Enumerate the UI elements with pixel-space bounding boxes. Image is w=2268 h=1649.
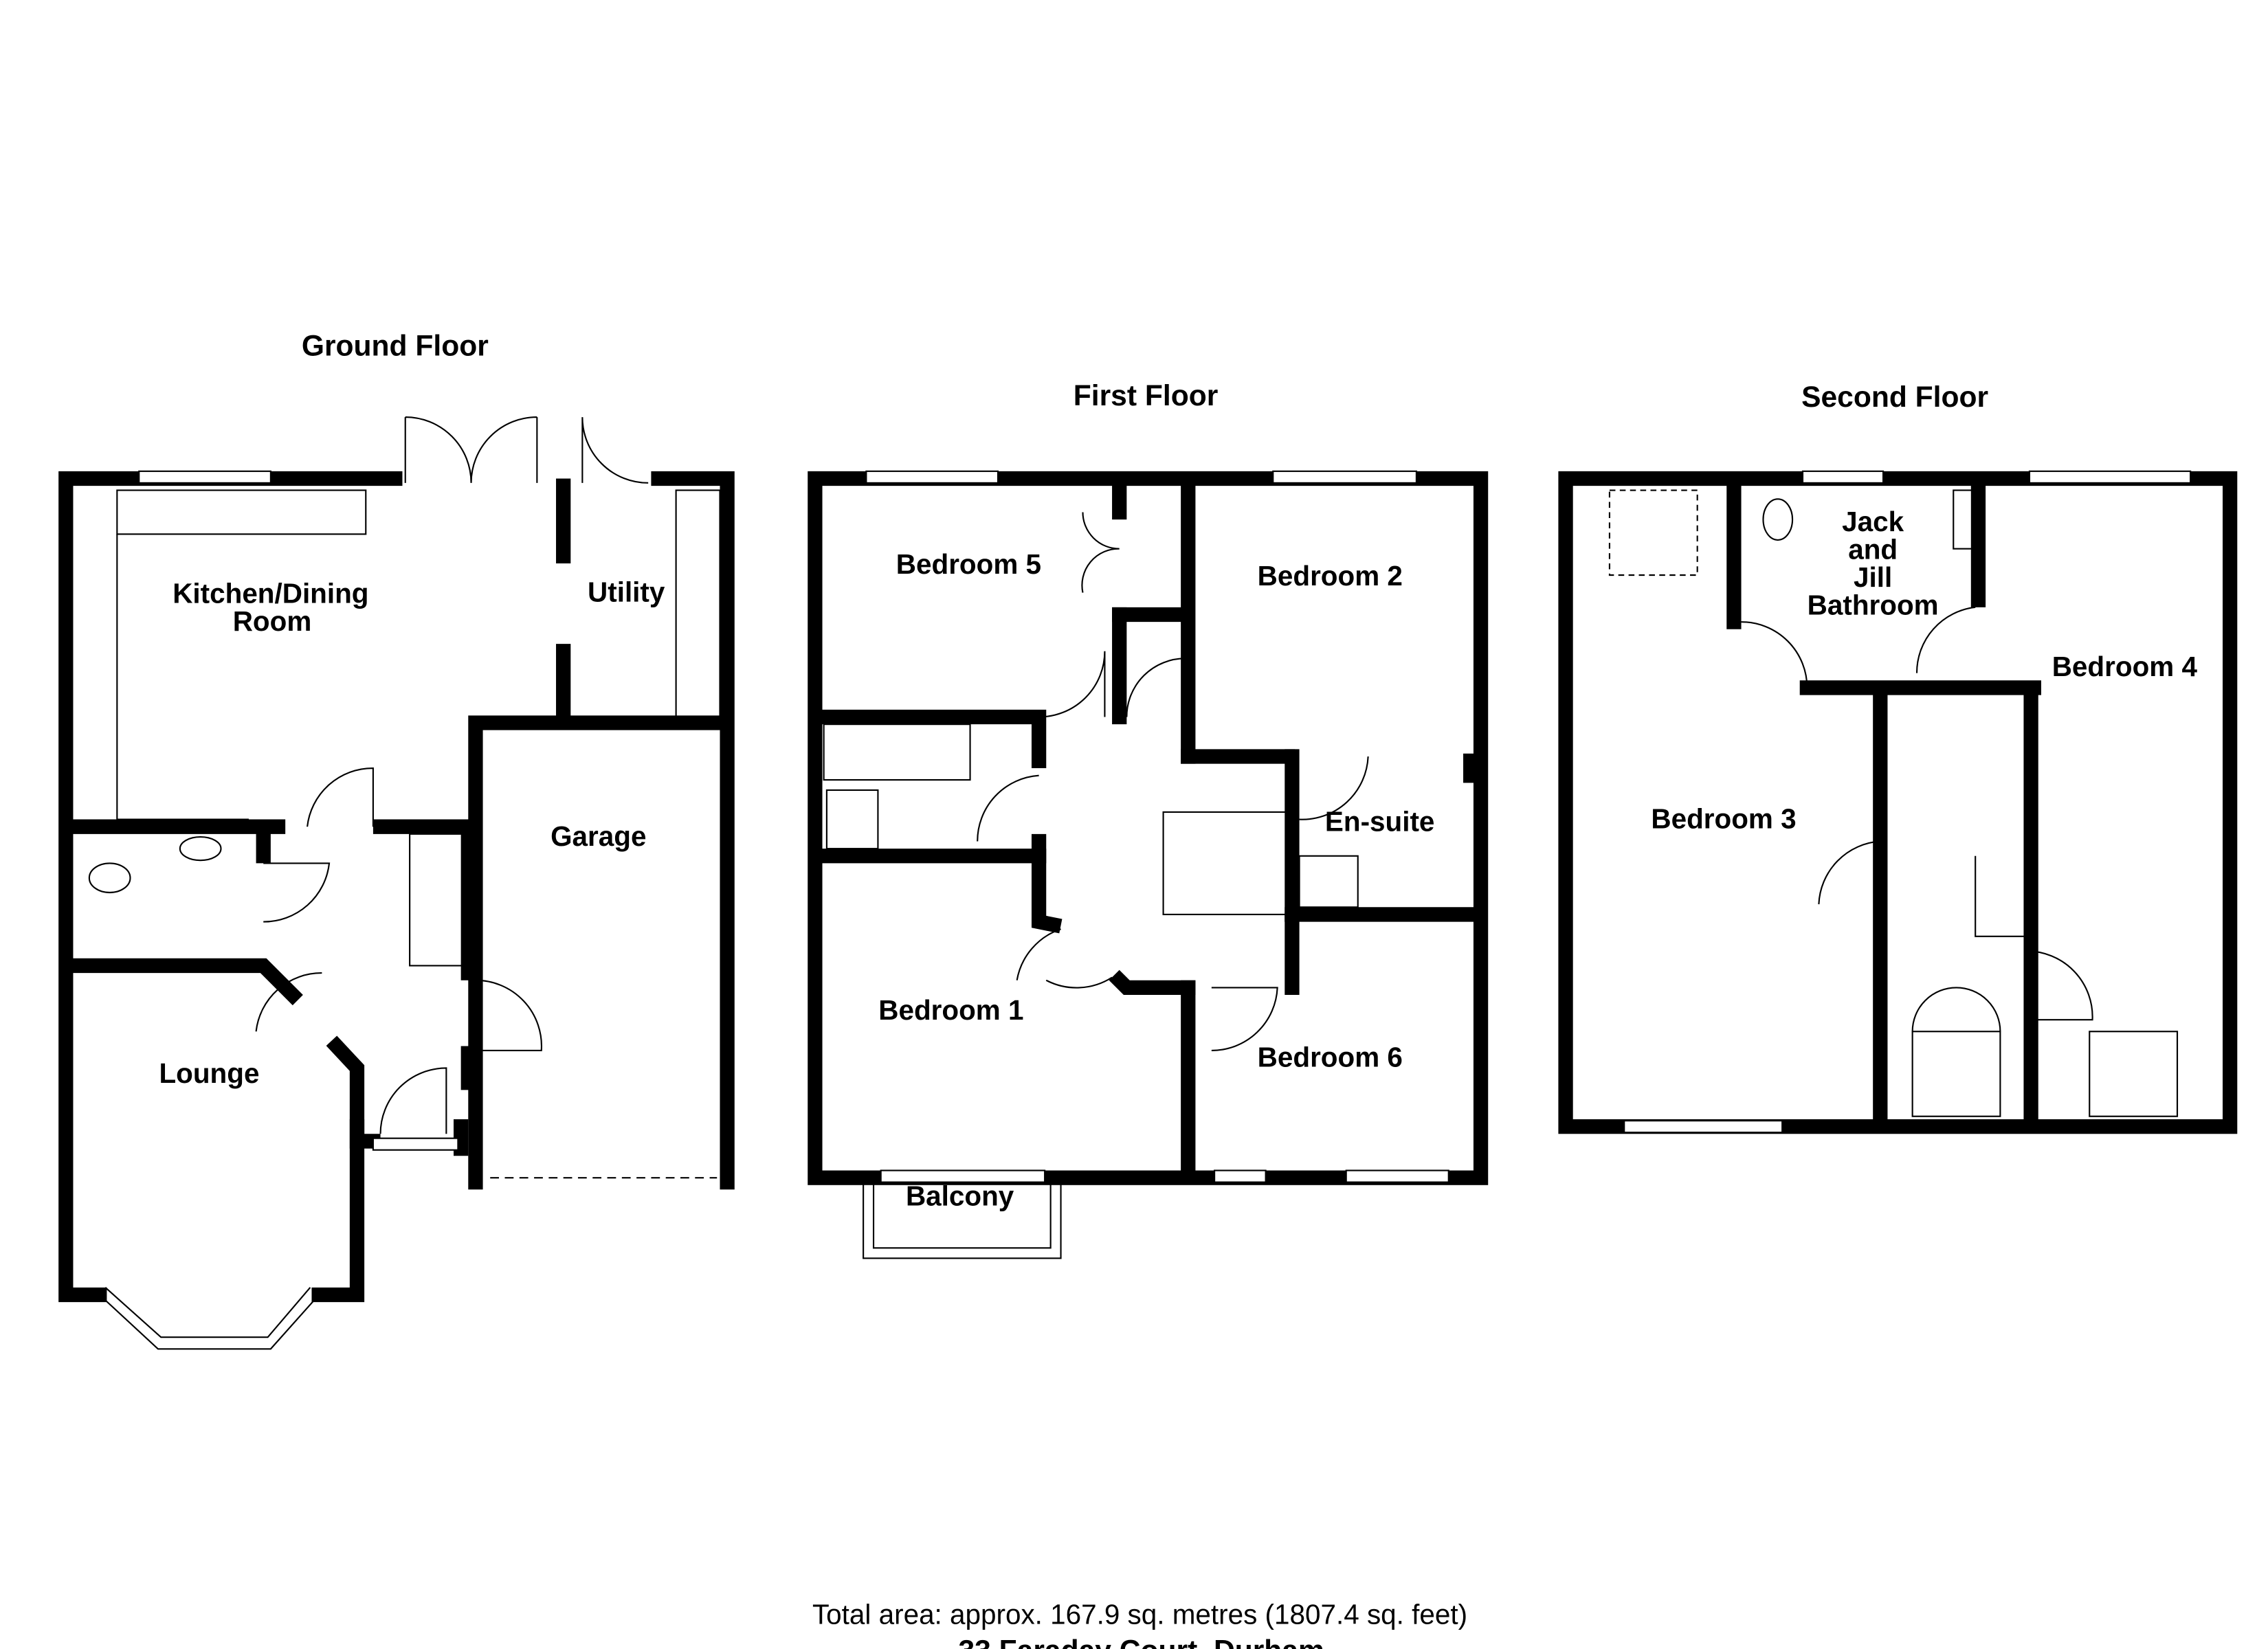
ground-floor-plan: Ground Floor Kitchen/Dining Room [58,330,735,1350]
room-label-bedroom-5: Bedroom 5 [896,548,1041,580]
room-label-bedroom-1: Bedroom 1 [878,994,1023,1026]
second-floor-title: Second Floor [1801,381,1988,414]
room-label-and: and [1848,534,1898,565]
room-label-bedroom-4: Bedroom 4 [2052,651,2198,682]
second-floor-plan: Second Floor Jack and Jill Bathroom Bedr… [1558,381,2238,1134]
room-label-jack: Jack [1842,506,1904,537]
room-label-kitchen-2: Room [233,605,312,637]
room-label-balcony: Balcony [906,1180,1014,1212]
room-label-bedroom-2: Bedroom 2 [1258,560,1403,592]
room-label-lounge: Lounge [159,1057,259,1089]
room-label-garage: Garage [551,820,646,852]
room-label-bathroom: Bathroom [1808,589,1939,620]
address: 33 Faraday Court, Durham [958,1635,1324,1649]
first-floor-title: First Floor [1074,379,1219,412]
room-label-en-suite: En-suite [1325,806,1435,838]
room-label-kitchen: Kitchen/Dining [173,577,368,609]
total-area: Total area: approx. 167.9 sq. metres (18… [812,1599,1467,1630]
room-label-bedroom-6: Bedroom 6 [1258,1041,1403,1073]
room-label-bedroom-3: Bedroom 3 [1651,803,1796,834]
first-floor-plan: First Floor Bedroom 5 Bedroom 2 [808,379,1489,1259]
ground-floor-title: Ground Floor [302,330,489,363]
room-label-jill: Jill [1854,561,1892,593]
room-label-utility: Utility [588,576,665,607]
